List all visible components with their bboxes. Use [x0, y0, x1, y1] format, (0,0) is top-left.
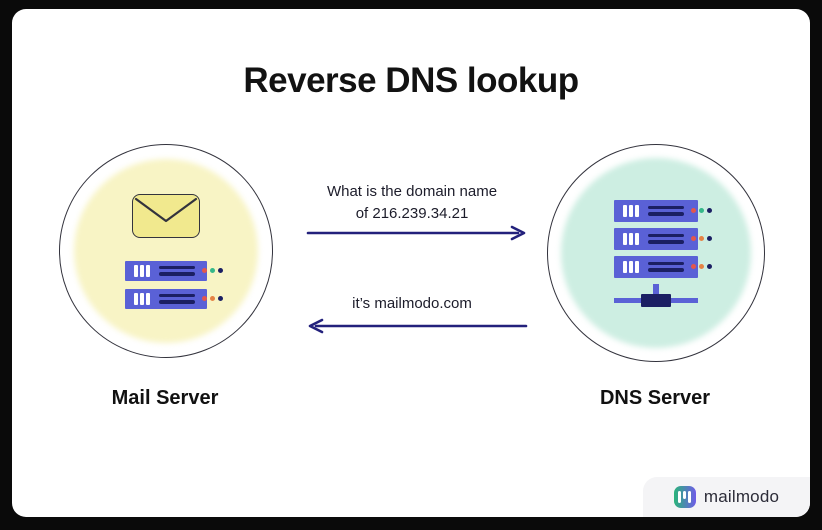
server-rack-icon	[614, 255, 712, 278]
query-line-1: What is the domain name	[326, 183, 498, 200]
response-message: it’s mailmodo.com	[300, 293, 524, 315]
mail-server-icon	[125, 193, 223, 309]
mailmodo-logo-icon	[673, 486, 696, 508]
server-leds	[202, 296, 223, 301]
server-rack-icon	[125, 288, 223, 309]
server-leds	[691, 264, 712, 269]
brand-footer: mailmodo	[643, 477, 810, 517]
server-slots	[159, 265, 195, 276]
server-leds	[202, 268, 223, 273]
server-rack-icon	[614, 227, 712, 250]
dns-server-node	[547, 144, 765, 362]
mail-server-circle-fill	[74, 159, 258, 343]
server-rack-icon	[125, 260, 223, 281]
server-slots	[648, 205, 684, 216]
server-slots	[648, 261, 684, 272]
arrow-left-icon	[308, 318, 528, 334]
page-title: Reverse DNS lookup	[243, 61, 579, 100]
query-message: What is the domain name of 216.239.34.21	[300, 181, 524, 225]
server-vents	[134, 264, 150, 277]
mail-server-label: Mail Server	[111, 387, 219, 409]
server-vents	[623, 232, 639, 245]
network-connector-icon	[614, 283, 698, 307]
mailmodo-logo-text: mailmodo	[703, 487, 780, 506]
server-slots	[159, 293, 195, 304]
server-slots	[648, 233, 684, 244]
server-vents	[134, 292, 150, 305]
server-vents	[623, 204, 639, 217]
server-leds	[691, 236, 712, 241]
dns-server-circle-fill	[561, 158, 751, 348]
dns-server-icon	[614, 199, 712, 307]
query-line-2: of 216.239.34.21	[355, 205, 469, 222]
envelope-icon	[132, 193, 200, 238]
server-leds	[691, 208, 712, 213]
server-rack-icon	[614, 199, 712, 222]
dns-server-label: DNS Server	[599, 387, 711, 409]
arrow-right-icon	[306, 225, 526, 241]
server-vents	[623, 260, 639, 273]
mail-server-node	[59, 144, 273, 358]
diagram-card: Reverse DNS lookup	[12, 9, 810, 517]
response-line: it’s mailmodo.com	[352, 295, 472, 312]
